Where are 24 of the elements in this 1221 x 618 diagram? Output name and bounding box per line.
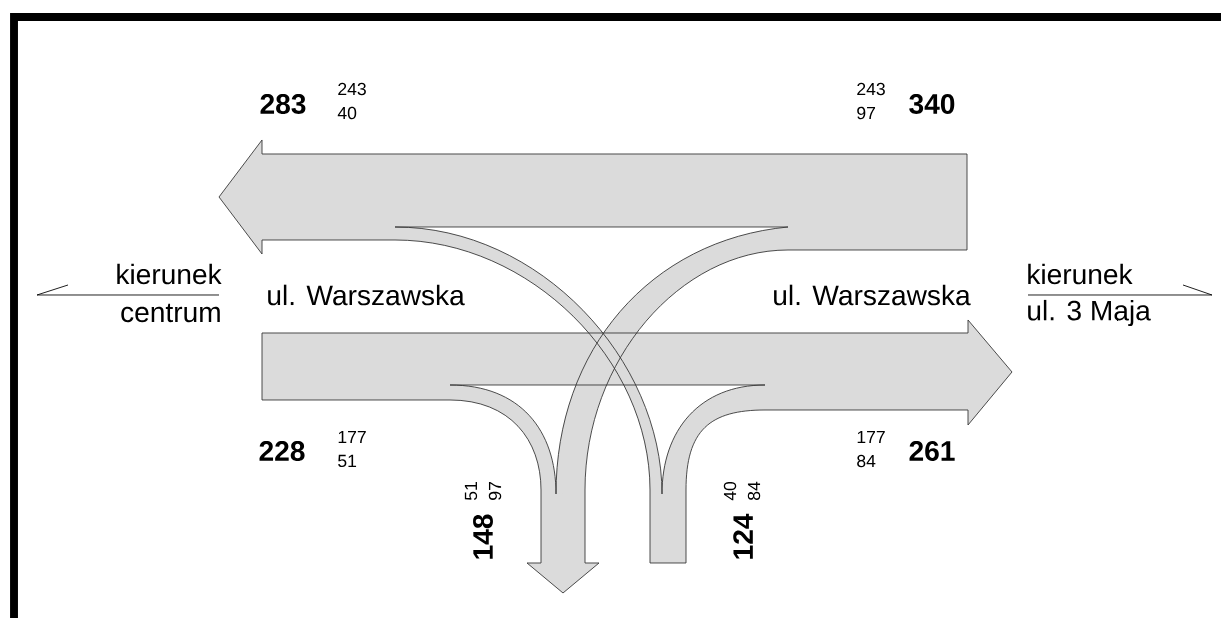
total-count: 340 xyxy=(909,94,955,114)
street-label: kierunek xyxy=(1028,263,1133,285)
street-label: ul. Warszawska xyxy=(268,284,465,306)
flow-count: 84 xyxy=(747,481,761,500)
total-count: 228 xyxy=(259,441,305,461)
flow-count: 97 xyxy=(857,106,875,120)
flow-count: 51 xyxy=(464,482,478,501)
flow-count: 243 xyxy=(338,82,366,96)
street-label: ul. 3 Maja xyxy=(1028,299,1151,327)
flow-count: 97 xyxy=(488,482,502,500)
total-count: 148 xyxy=(473,514,493,559)
street-label: centrum xyxy=(121,303,220,323)
flow-count: 51 xyxy=(338,454,357,468)
street-label: ul. Warszawska xyxy=(774,284,971,306)
flow-count: 40 xyxy=(337,106,357,120)
total-count: 124 xyxy=(733,513,753,559)
flow-count: 243 xyxy=(857,82,885,96)
flow-count: 84 xyxy=(857,454,876,468)
total-count: 283 xyxy=(260,94,306,114)
flow-count: 40 xyxy=(723,481,737,501)
total-count: 261 xyxy=(909,441,955,461)
flow-count: 177 xyxy=(857,430,885,444)
street-label: kierunek xyxy=(117,263,222,285)
flow-count: 177 xyxy=(338,430,366,444)
